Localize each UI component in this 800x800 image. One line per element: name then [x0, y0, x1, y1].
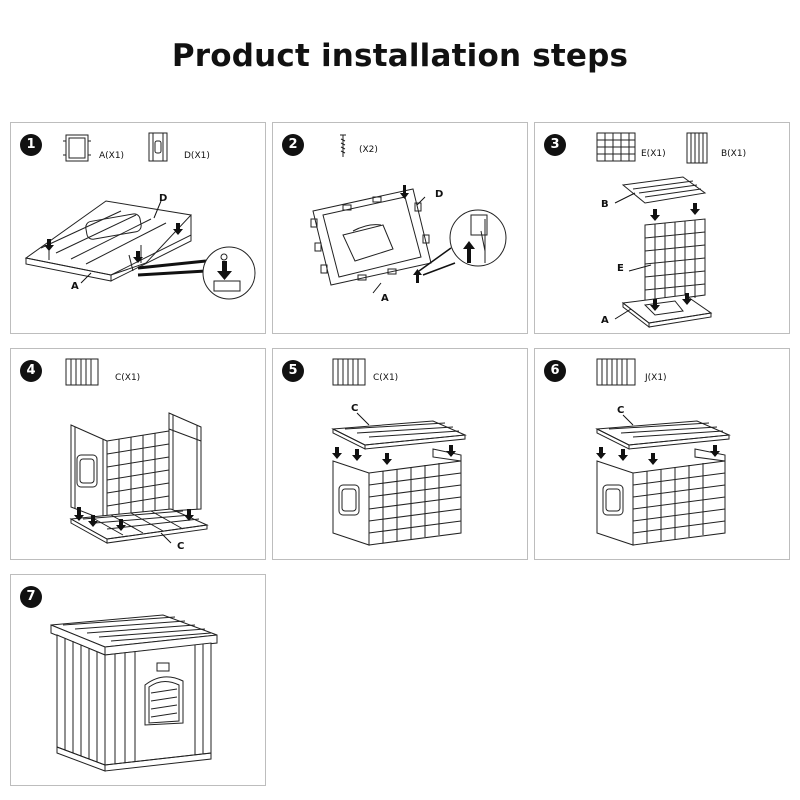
part-b-thumbnail — [687, 133, 707, 163]
step-7-illustration — [11, 575, 267, 787]
step-4-panel: 4 C( — [10, 348, 266, 560]
callout-e: E — [617, 263, 624, 274]
step-5-illustration — [273, 349, 529, 561]
down-arrows — [596, 445, 720, 465]
part-d-thumbnail — [149, 133, 167, 161]
screw-label: (X2) — [359, 145, 378, 155]
part-c-label: C(X1) — [115, 373, 141, 383]
page-title: Product installation steps — [171, 38, 629, 74]
part-c-label: C(X1) — [373, 373, 399, 383]
screw-thumbnail — [340, 135, 346, 157]
part-a-label: A(X1) — [99, 151, 125, 161]
part-a-thumbnail — [63, 135, 91, 161]
step-6-panel: 6 J(X1) C — [534, 348, 790, 560]
step-number-badge: 3 — [544, 134, 566, 156]
part-d-label: D(X1) — [184, 151, 210, 161]
step-2-illustration — [273, 123, 529, 335]
step-number-badge: 4 — [20, 360, 42, 382]
step-1-illustration — [11, 123, 267, 335]
floor-base — [623, 295, 711, 327]
step-5-panel: 5 C(X1) C — [272, 348, 528, 560]
step-number-badge: 1 — [20, 134, 42, 156]
callout-a: A — [71, 281, 79, 292]
detail-zoom — [450, 210, 506, 266]
house-body — [597, 449, 725, 545]
part-c-thumbnail — [66, 359, 98, 385]
step-number-badge: 7 — [20, 586, 42, 608]
screw-arrows — [400, 185, 422, 283]
callout-d: D — [159, 193, 168, 204]
side-wall-with-door — [71, 425, 107, 521]
callout-c: C — [351, 403, 359, 414]
detail-zoom — [203, 247, 255, 299]
callout-a: A — [381, 293, 389, 304]
roof-lid — [597, 421, 729, 449]
step-7-panel: 7 — [10, 574, 266, 786]
step-6-illustration — [535, 349, 791, 561]
step-2-panel: 2 — [272, 122, 528, 334]
step-3-illustration — [535, 123, 791, 335]
callout-a: A — [601, 315, 609, 326]
callout-c: C — [177, 541, 185, 552]
back-grid-wall — [107, 413, 201, 521]
down-arrows — [332, 445, 456, 465]
part-b-label: B(X1) — [721, 149, 747, 159]
step-number-badge: 5 — [282, 360, 304, 382]
part-c-thumbnail — [333, 359, 365, 385]
part-e-thumbnail — [597, 133, 635, 161]
down-arrows — [74, 507, 194, 531]
floor-grid — [71, 509, 207, 543]
step-3-panel: 3 — [534, 122, 790, 334]
step-number-badge: 2 — [282, 134, 304, 156]
part-j-thumbnail — [597, 359, 635, 385]
house-body — [333, 449, 461, 545]
finished-house — [51, 615, 217, 771]
part-e-label: E(X1) — [641, 149, 666, 159]
part-j-label: J(X1) — [645, 373, 667, 383]
assembly-arrows — [650, 203, 700, 311]
floor-frame — [311, 189, 431, 285]
floor-assembly — [26, 201, 191, 281]
wall-grid — [645, 219, 705, 303]
callout-c: C — [617, 405, 625, 416]
step-4-illustration — [11, 349, 267, 561]
down-arrows — [44, 223, 183, 263]
callout-d: D — [435, 189, 444, 200]
roof-lid — [333, 421, 465, 449]
roof-panel — [623, 177, 705, 203]
callout-b: B — [601, 199, 609, 210]
step-number-badge: 6 — [544, 360, 566, 382]
step-1-panel: 1 — [10, 122, 266, 334]
